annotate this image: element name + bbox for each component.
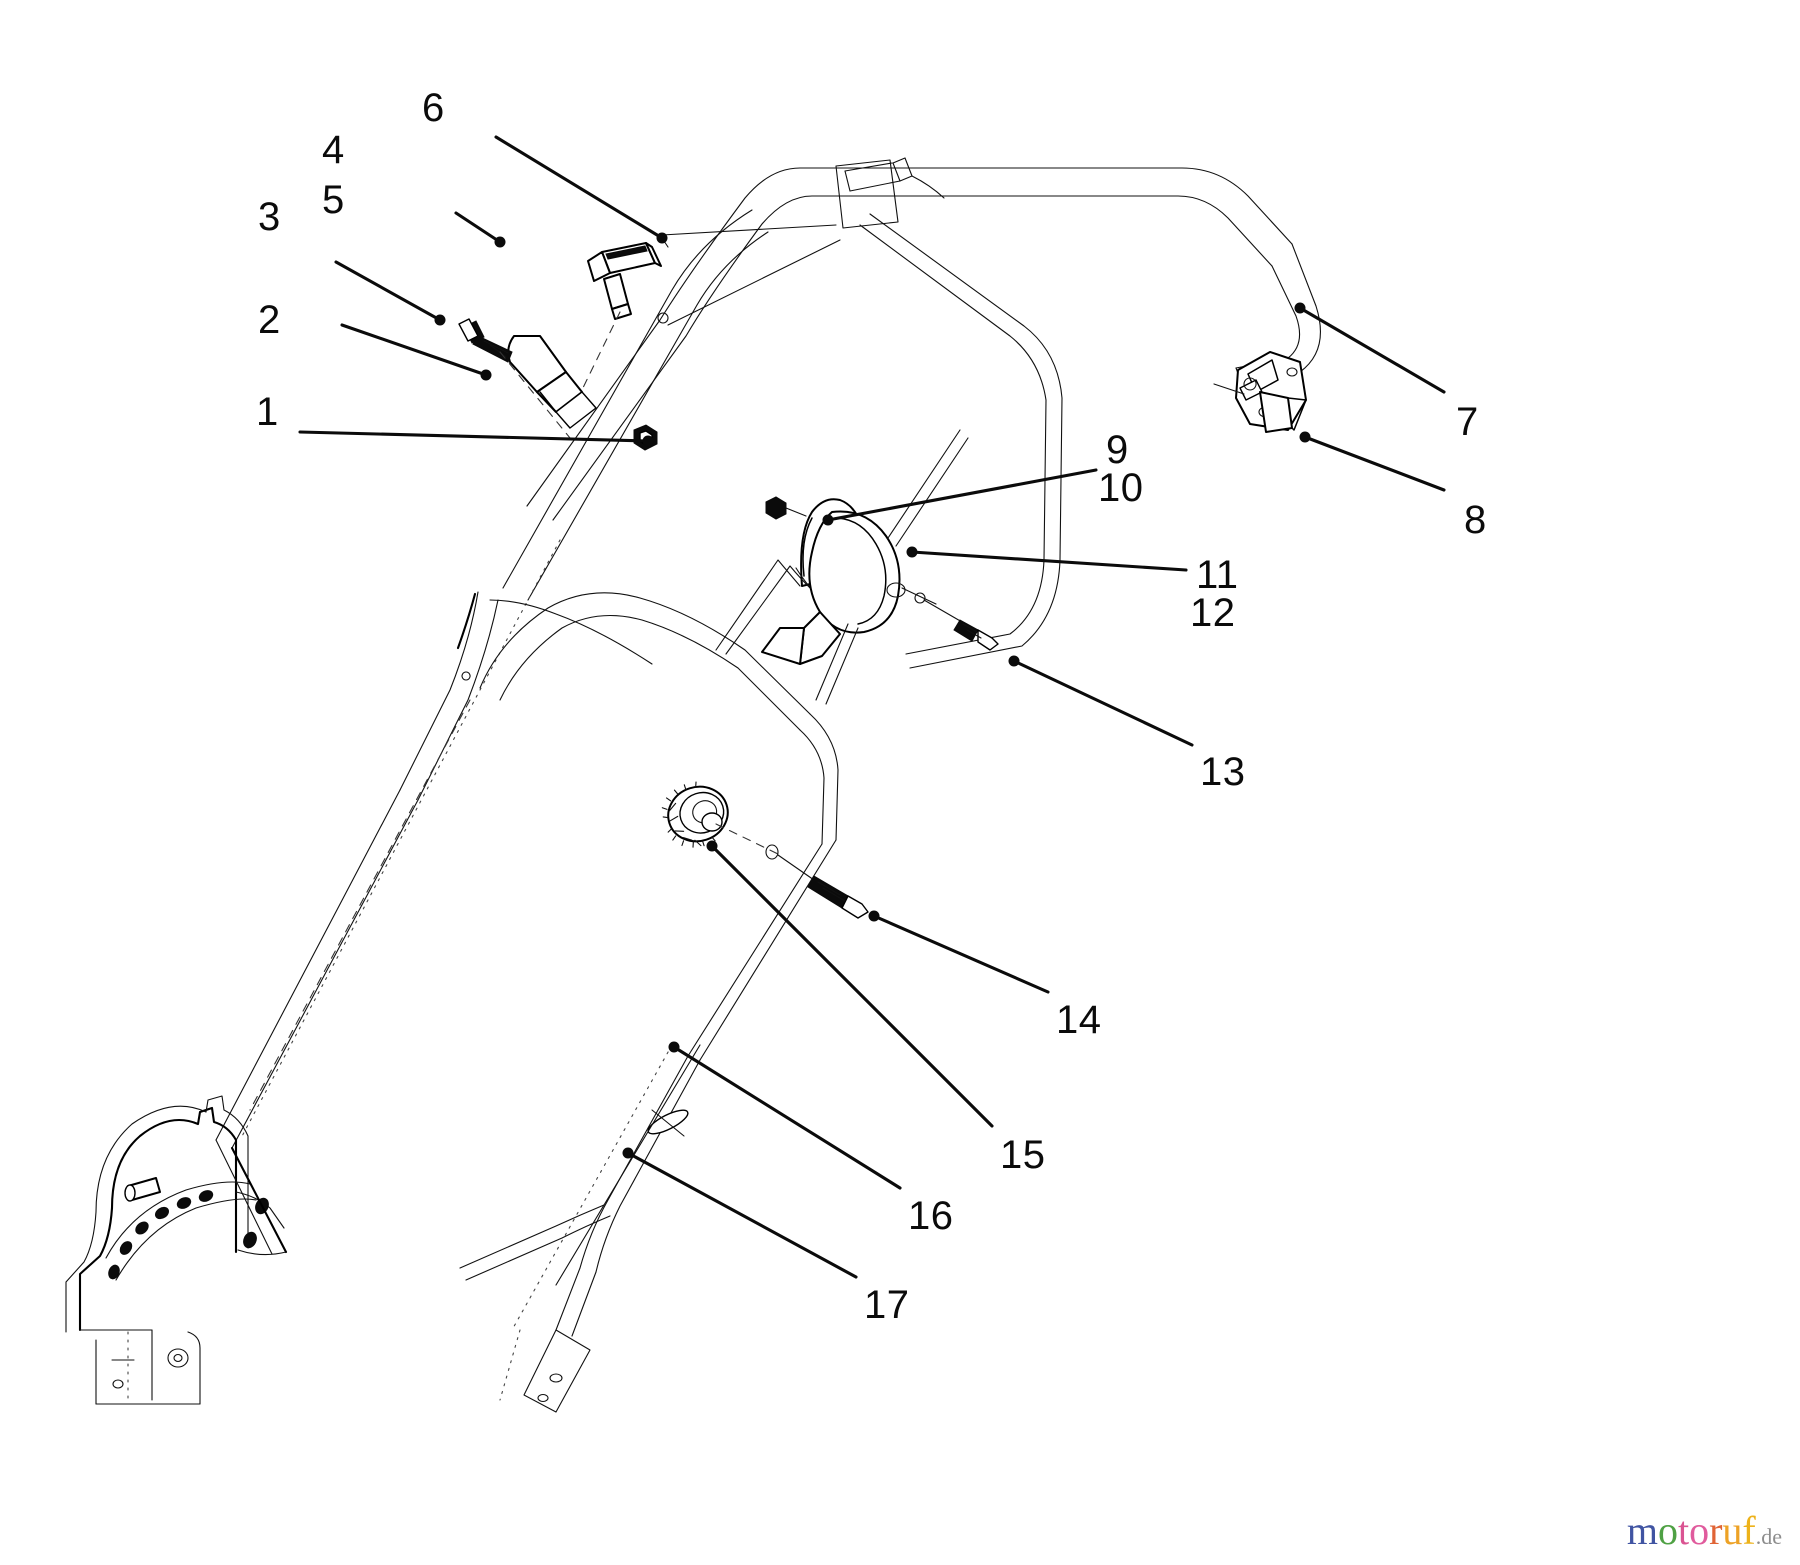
watermark-letter-m: m	[1626, 1508, 1658, 1553]
watermark-letter-f: f	[1742, 1508, 1756, 1553]
lower-center-tube	[459, 1044, 701, 1413]
watermark-letter-u: u	[1722, 1508, 1743, 1553]
callout-label-7: 7	[1456, 400, 1479, 444]
callout-label-13: 13	[1200, 750, 1246, 794]
watermark-letter-o2: o	[1689, 1508, 1710, 1553]
callout-label-16: 16	[908, 1194, 954, 1238]
watermark-letter-o1: o	[1657, 1508, 1678, 1553]
callout-label-9: 9	[1106, 428, 1129, 472]
handle-bar-front-loop	[502, 159, 1063, 669]
callout-label-15: 15	[1000, 1133, 1046, 1177]
callout-label-5: 5	[322, 178, 345, 222]
callout-label-4: 4	[322, 128, 345, 172]
watermark-letter-t: t	[1677, 1508, 1690, 1553]
callout-label-17: 17	[864, 1283, 910, 1327]
motoruf-watermark: motoruf.de	[1627, 1511, 1782, 1551]
watermark-letter-r: r	[1709, 1508, 1723, 1553]
right-mount-bracket	[1213, 351, 1307, 433]
callout-label-1: 1	[256, 390, 279, 434]
lower-left-mount-bracket	[65, 1095, 288, 1405]
callout-label-2: 2	[258, 298, 281, 342]
watermark-suffix: .de	[1755, 1524, 1782, 1549]
upper-handle-bar	[526, 157, 1321, 521]
left-lower-struts	[215, 592, 477, 1149]
callout-label-11: 11	[1196, 553, 1239, 597]
callout-label-6: 6	[422, 86, 445, 130]
control-lever-assembly	[715, 429, 999, 705]
callout-label-10: 10	[1098, 466, 1144, 510]
callout-label-8: 8	[1464, 498, 1487, 542]
callout-label-12: 12	[1190, 591, 1236, 635]
adjustment-knob-assembly	[661, 781, 869, 919]
t-handle-knob-assembly	[458, 237, 669, 451]
callout-label-14: 14	[1056, 998, 1102, 1042]
callout-label-3: 3	[258, 195, 281, 239]
callout-leader-lines	[298, 135, 1446, 1279]
